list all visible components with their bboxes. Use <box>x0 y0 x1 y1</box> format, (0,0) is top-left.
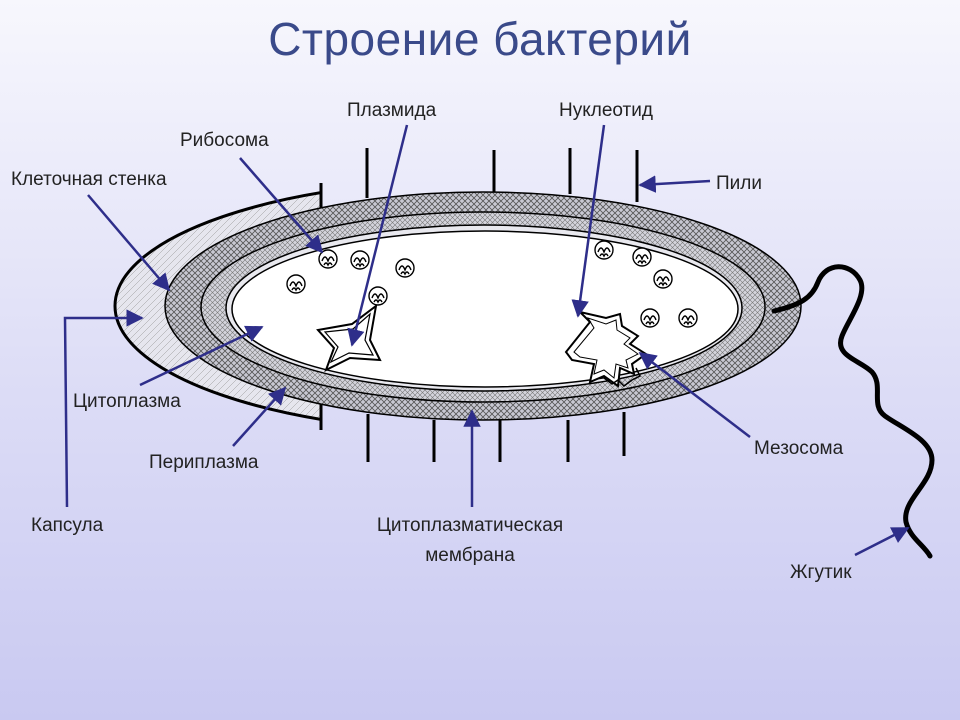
arrow-nucleotide <box>571 124 606 318</box>
label-membrane-line1: Цитоплазматическая <box>377 515 563 536</box>
flagellum-shape <box>771 264 935 559</box>
pointer-arrows <box>63 124 910 557</box>
label-cytoplasm: Цитоплазма <box>73 391 181 412</box>
cytoplasm-shape <box>231 230 739 388</box>
label-flagellum: Жгутик <box>790 562 852 583</box>
arrow-ribosome <box>239 157 324 254</box>
ribosome-6 <box>594 240 614 260</box>
ribosome-7 <box>632 247 652 267</box>
arrow-cell-wall <box>87 194 171 292</box>
page-title: Строение бактерий <box>268 13 692 65</box>
label-ribosome: Рибосома <box>180 130 269 151</box>
ribosome-4 <box>286 274 306 294</box>
ribosome-5 <box>368 286 388 306</box>
ribosome-10 <box>678 308 698 328</box>
arrow-pili <box>638 175 711 193</box>
ribosome-9 <box>640 308 660 328</box>
ribosome-8 <box>653 269 673 289</box>
ribosome-1 <box>318 249 338 269</box>
ribosome-3 <box>395 258 415 278</box>
arrow-capsule <box>63 309 144 508</box>
arrow-cytoplasm <box>139 325 264 387</box>
label-pili: Пили <box>716 173 762 194</box>
label-capsule: Капсула <box>31 515 104 536</box>
label-membrane-line2: мембрана <box>425 545 515 566</box>
label-periplasm: Периплазма <box>149 452 259 473</box>
ribosome-group <box>286 240 698 328</box>
arrow-plasmid <box>347 124 409 347</box>
ribosome-2 <box>350 250 370 270</box>
arrow-mesosome <box>638 351 751 438</box>
label-nucleotide: Нуклеотид <box>559 100 653 121</box>
label-mesosome: Мезосома <box>754 438 844 459</box>
pili <box>365 148 639 462</box>
label-plasmid: Плазмида <box>347 100 437 121</box>
arrow-flagellum <box>854 526 910 557</box>
label-cell-wall: Клеточная стенка <box>11 169 167 190</box>
arrow-periplasm <box>232 386 287 447</box>
